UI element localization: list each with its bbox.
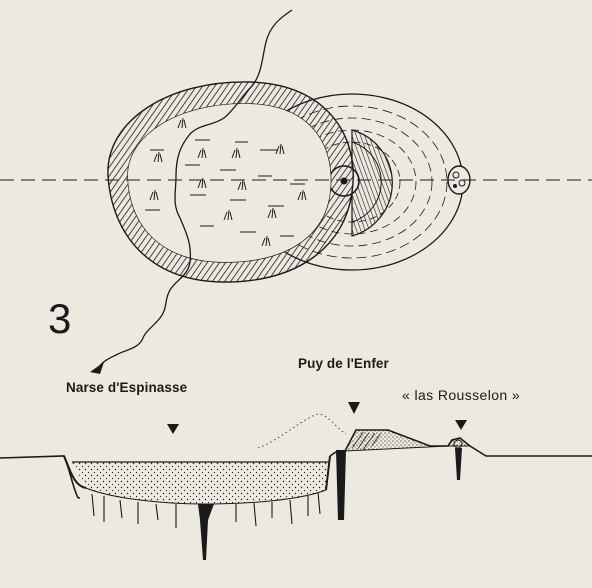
puy-marker-icon	[348, 402, 360, 414]
narse-label: Narse d'Espinasse	[66, 380, 188, 395]
rousselon-marker-icon	[455, 420, 467, 430]
stream-arrow-icon	[90, 362, 104, 374]
maar-wall-right	[325, 455, 331, 491]
narse-marker-icon	[167, 424, 179, 434]
maar-wall-left	[63, 455, 87, 489]
narse-fill	[72, 462, 330, 504]
narse-interior	[127, 103, 331, 262]
stream-line	[97, 9, 293, 369]
puy-hatch	[352, 432, 384, 450]
puy-diatreme	[336, 450, 346, 520]
puy-former-cone	[257, 413, 347, 449]
puy-label: Puy de l'Enfer	[298, 356, 389, 371]
bedrock-strokes	[91, 491, 321, 528]
cross-section	[0, 402, 592, 560]
rousselon-label: « las Rousselon »	[402, 387, 521, 403]
plan-view	[0, 9, 592, 374]
narse-diatreme	[198, 504, 214, 560]
marker-arrows	[167, 402, 467, 434]
figure-number: 3	[48, 295, 72, 342]
rousselon-profile	[447, 437, 472, 480]
